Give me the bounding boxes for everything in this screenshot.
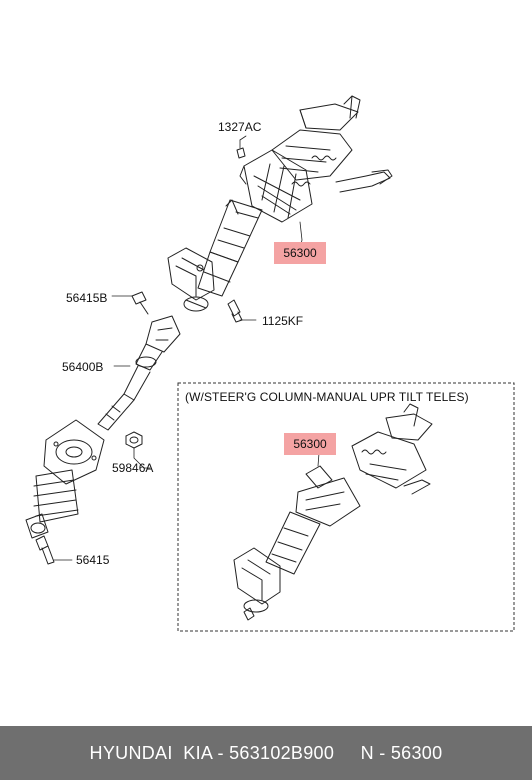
variant-box-frame [177,382,515,632]
bolt-1125kf [227,299,257,323]
callout-1327ac: 1327AC [218,120,262,134]
clip-1327ac [236,139,246,159]
bolt-56415 [35,535,73,565]
variant-column-assembly [233,403,433,621]
steering-column-diagram [25,95,515,632]
callout-56400b: 56400B [62,360,104,374]
variant-box-title: (W/STEER'G COLUMN-MANUAL UPR TILT TELES) [185,390,469,404]
rubber-boot [25,469,79,539]
universal-joint [135,315,181,371]
footer-part-number-bar: HYUNDAI KIA - 563102B900 N - 56300 [0,726,532,780]
callout-56415b: 56415B [66,291,108,305]
nut-59846a [125,431,151,469]
variant-callout-56300-highlight[interactable]: 56300 [284,433,336,455]
lower-flange [43,419,105,485]
intermediate-shaft [97,365,151,431]
footer-text: HYUNDAI KIA - 563102B900 N - 56300 [89,742,443,763]
callout-1125kf: 1125KF [262,314,304,328]
callout-56415: 56415 [76,553,110,567]
callout-59846a: 59846A [112,461,154,475]
upper-column-assembly [167,95,393,312]
bolt-56415b [111,291,149,315]
callout-56300-highlight[interactable]: 56300 [274,242,326,264]
